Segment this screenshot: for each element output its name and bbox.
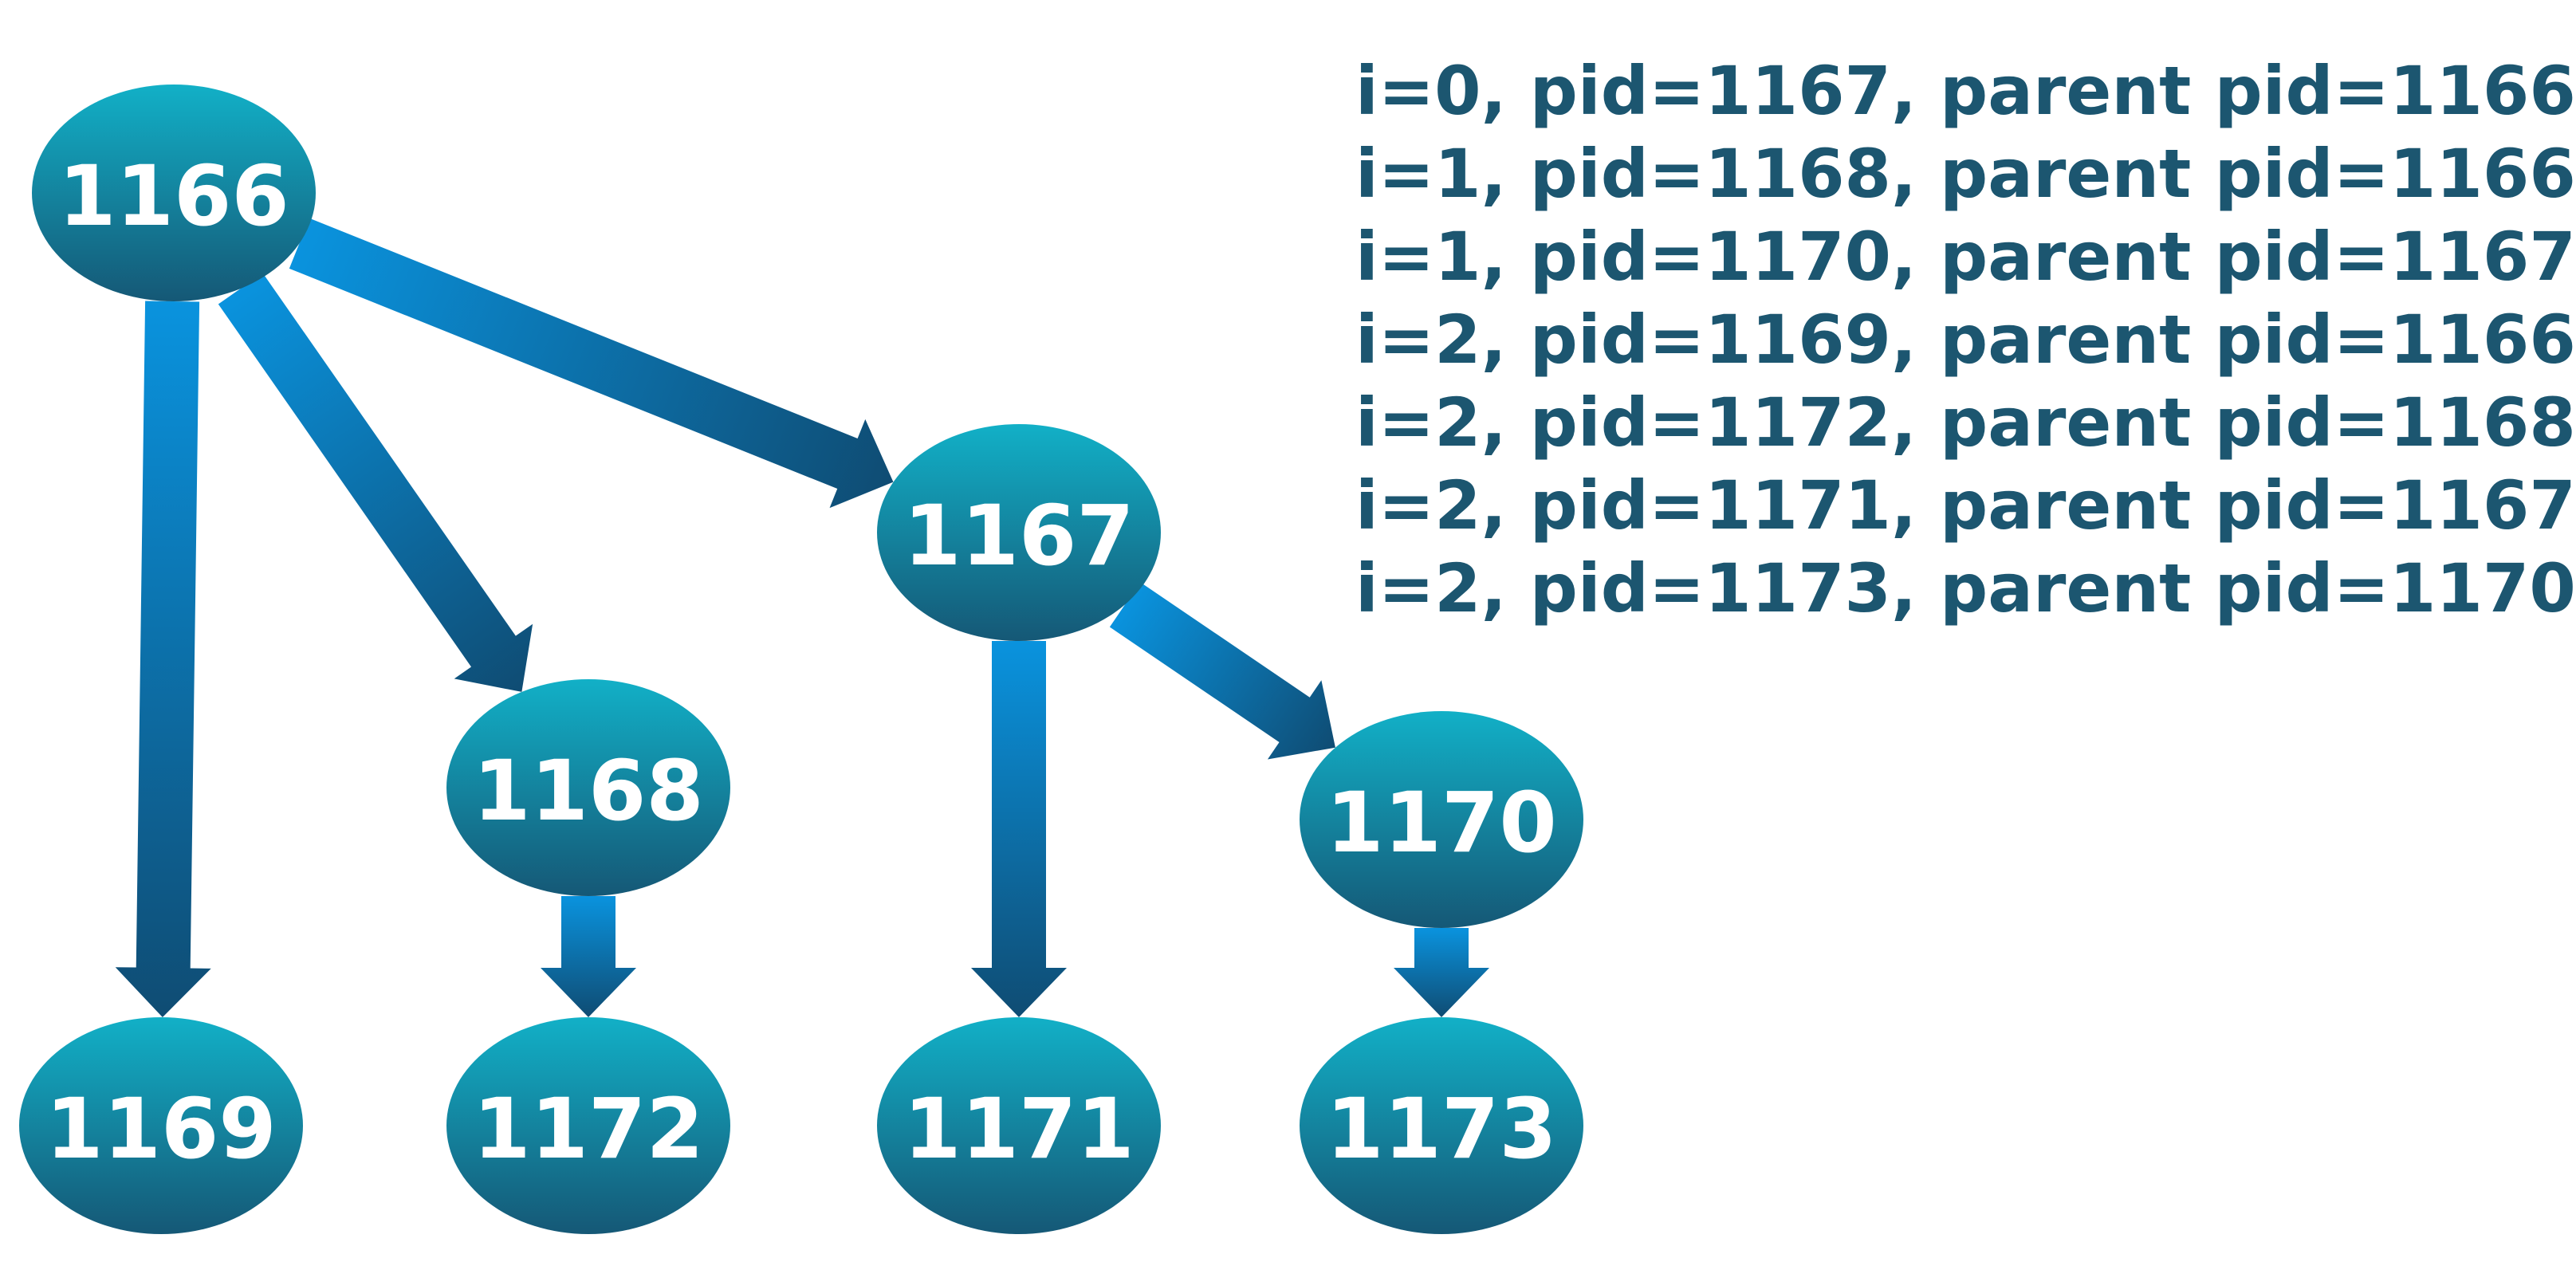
process-node-label: 1166 xyxy=(58,147,289,245)
process-node-1168: 1168 xyxy=(446,679,730,896)
arrow-1166-to-1168 xyxy=(218,273,533,692)
process-node-ellipse xyxy=(446,679,730,896)
process-node-1167: 1167 xyxy=(877,424,1161,641)
process-node-label: 1172 xyxy=(473,1080,703,1177)
process-node-label: 1173 xyxy=(1326,1080,1556,1177)
log-line: i=2, pid=1172, parent pid=1168 xyxy=(1355,383,2576,462)
process-node-1166: 1166 xyxy=(32,85,316,301)
arrow-1166-to-1169 xyxy=(115,301,211,1018)
process-node-ellipse xyxy=(877,424,1161,641)
arrow-1170-to-1173 xyxy=(1394,928,1489,1017)
process-node-label: 1167 xyxy=(903,487,1134,584)
nodes-layer: 1166 1167 1168 1169 1170 1171 1172 1173 xyxy=(19,85,1583,1234)
process-node-label: 1168 xyxy=(473,742,703,839)
process-node-1171: 1171 xyxy=(877,1017,1161,1234)
process-node-ellipse xyxy=(446,1017,730,1234)
arrow-1168-to-1172 xyxy=(541,896,636,1017)
process-node-label: 1170 xyxy=(1326,774,1556,871)
arrow-1166-to-1167 xyxy=(289,218,894,509)
arrow-1167-to-1171 xyxy=(971,641,1067,1017)
log-line: i=2, pid=1169, parent pid=1166 xyxy=(1355,301,2576,379)
process-node-1172: 1172 xyxy=(446,1017,730,1234)
edges-layer xyxy=(115,218,1489,1018)
log-line: i=2, pid=1171, parent pid=1167 xyxy=(1355,466,2576,545)
process-node-ellipse xyxy=(1300,711,1583,928)
process-node-ellipse xyxy=(1300,1017,1583,1234)
process-node-ellipse xyxy=(32,85,316,301)
fork-output-log: i=0, pid=1167, parent pid=1166 i=1, pid=… xyxy=(1355,49,2576,630)
process-node-label: 1169 xyxy=(45,1080,276,1177)
log-line: i=2, pid=1173, parent pid=1170 xyxy=(1355,549,2576,627)
process-node-ellipse xyxy=(877,1017,1161,1234)
process-tree-diagram: 1166 1167 1168 1169 1170 1171 1172 1173 xyxy=(19,85,1583,1234)
log-line: i=1, pid=1168, parent pid=1166 xyxy=(1355,135,2576,213)
process-node-1173: 1173 xyxy=(1300,1017,1583,1234)
process-node-1169: 1169 xyxy=(19,1017,303,1234)
process-node-label: 1171 xyxy=(903,1080,1134,1177)
log-line: i=1, pid=1170, parent pid=1167 xyxy=(1355,218,2576,296)
log-line: i=0, pid=1167, parent pid=1166 xyxy=(1355,52,2576,130)
arrow-1167-to-1170 xyxy=(1109,582,1335,760)
process-node-ellipse xyxy=(19,1017,303,1234)
process-node-1170: 1170 xyxy=(1300,711,1583,928)
